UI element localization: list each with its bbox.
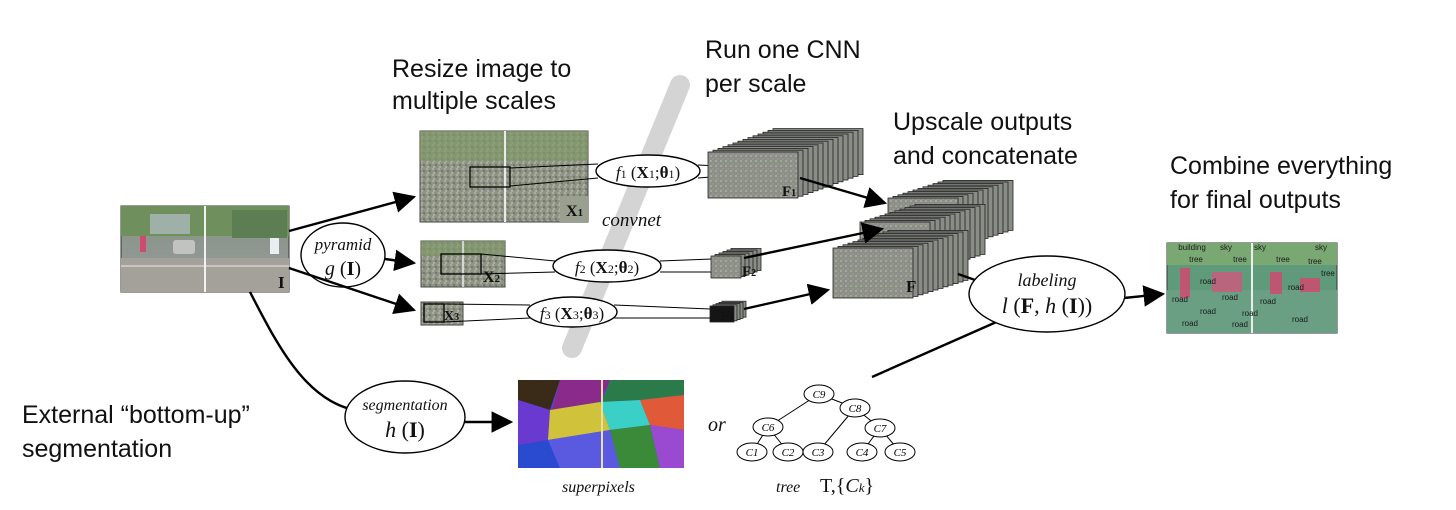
output-class-label: road — [1242, 309, 1258, 318]
tree-node — [803, 384, 835, 404]
output-class-label: sky — [1254, 243, 1266, 252]
feature-stack-upscaled-3 — [832, 229, 969, 299]
f3-feature-label: F3 — [721, 308, 734, 323]
arrow-f2-to-concat — [743, 222, 885, 260]
or-label: or — [708, 414, 726, 436]
tree-notation: T,{Ck} — [820, 475, 874, 497]
pyramid-node: pyramid g (I) — [300, 222, 386, 288]
tree-node — [884, 442, 916, 462]
output-class-label: road — [1288, 283, 1304, 292]
f3-map-layer — [709, 305, 735, 323]
heading-cnn-line2: per scale — [705, 70, 806, 98]
heading-upscale-line1: Upscale outputs — [893, 108, 1072, 136]
upscaled-c-map-layer — [832, 247, 914, 299]
concat-feature-label: F — [906, 277, 916, 296]
convnet-f1: f1 (X1;θ1) — [509, 154, 761, 188]
feature-stack-f2 — [710, 248, 762, 279]
tree-node-label: C2 — [782, 447, 795, 459]
output-class-label: road — [1292, 315, 1308, 324]
labeling-formula: l (F, h (I)) — [1002, 293, 1092, 318]
tree-node-label: C4 — [856, 447, 869, 459]
heading-combine-line1: Combine everything — [1170, 152, 1392, 180]
f1-map-layer — [707, 151, 799, 199]
pyramid-label: pyramid — [314, 235, 372, 254]
segmentation-label: segmentation — [362, 397, 447, 414]
tree-node — [736, 442, 768, 462]
f1-feature-label: F1 — [782, 184, 796, 200]
output-class-label: road — [1232, 320, 1248, 329]
convnet-label: convnet — [602, 210, 662, 231]
heading-combine-line2: for final outputs — [1170, 186, 1341, 214]
pyramid-formula: g (I) — [325, 258, 361, 280]
tree-node — [752, 417, 784, 437]
output-class-label: road — [1172, 295, 1188, 304]
f3-formula: f3 (X3;θ3) — [540, 304, 604, 323]
output-class-label: sky — [1315, 243, 1327, 252]
scale-image-x1: X1 — [419, 130, 589, 223]
heading-external-line2: segmentation — [22, 435, 172, 463]
x1-label: X1 — [566, 203, 583, 220]
segmentation-node: segmentation h (I) — [344, 380, 466, 454]
tree-node — [846, 442, 878, 462]
tree-node-label: C7 — [874, 423, 887, 435]
segmentation-formula: h (I) — [385, 417, 425, 442]
arrow-i-to-x1 — [288, 191, 417, 233]
output-class-label: tree — [1308, 257, 1322, 266]
output-class-label: road — [1200, 277, 1216, 286]
heading-upscale-line2: and concatenate — [893, 142, 1078, 170]
f2-formula: f2 (X2;θ2) — [575, 258, 639, 277]
arrow-f1-to-concat — [799, 176, 888, 208]
output-class-label: road — [1222, 293, 1238, 302]
output-class-label: tree — [1189, 255, 1203, 264]
arrow-labeling-to-output — [1123, 285, 1166, 307]
heading-resize-line2: multiple scales — [392, 87, 556, 115]
heading-external-line1: External “bottom-up” — [22, 401, 250, 429]
superpixels-image — [518, 380, 684, 468]
scale-image-x3: X3 — [420, 301, 464, 326]
arrow-tree-to-labeling — [871, 314, 1011, 379]
tree-node-label: C3 — [812, 447, 825, 459]
arrow-f3-to-concat — [743, 283, 831, 311]
feature-stack-f1 — [707, 128, 864, 199]
heading-cnn-line1: Run one CNN — [705, 36, 861, 64]
output-class-label: road — [1182, 319, 1198, 328]
tree-node — [864, 418, 896, 438]
convnet-f2: f2 (X2;θ2) — [480, 249, 713, 283]
arrow-pyramid-to-x2 — [384, 249, 417, 272]
output-class-label: tree — [1321, 269, 1335, 278]
output-class-label: tree — [1276, 255, 1290, 264]
tree-node-label: C9 — [813, 389, 826, 401]
tree-caption: tree — [776, 479, 800, 496]
tree-node — [802, 442, 834, 462]
output-class-label: tree — [1233, 255, 1247, 264]
convnet-f3: f3 (X3;θ3) — [443, 296, 711, 328]
tree-node-label: C5 — [894, 447, 907, 459]
f1-formula: f1 (X1;θ1) — [616, 163, 680, 182]
tree-node — [839, 398, 871, 418]
feature-stack-f3 — [709, 300, 747, 323]
output-class-label: road — [1260, 297, 1276, 306]
scale-image-x2: X2 — [420, 240, 506, 288]
x3-label: X3 — [444, 309, 459, 324]
f2-map-layer — [710, 255, 742, 279]
arrow-i-to-segmentation — [248, 291, 371, 414]
heading-resize-line1: Resize image to — [392, 55, 571, 83]
input-image-label: I — [278, 273, 285, 292]
superpixels-caption: superpixels — [562, 479, 635, 496]
f2-feature-label: F2 — [742, 264, 756, 280]
output-class-label: sky — [1220, 243, 1232, 252]
labeling-label: labeling — [1018, 270, 1077, 290]
arrow-i-to-x3 — [288, 266, 417, 315]
labeling-node: labeling l (F, h (I)) — [968, 255, 1126, 333]
tree-node-label: C1 — [746, 447, 759, 459]
input-image: I — [120, 205, 290, 293]
output-class-label: road — [1200, 307, 1216, 316]
tree-node-label: C6 — [762, 422, 775, 434]
output-class-label: building — [1178, 243, 1206, 252]
tree-node-label: C8 — [849, 403, 862, 415]
